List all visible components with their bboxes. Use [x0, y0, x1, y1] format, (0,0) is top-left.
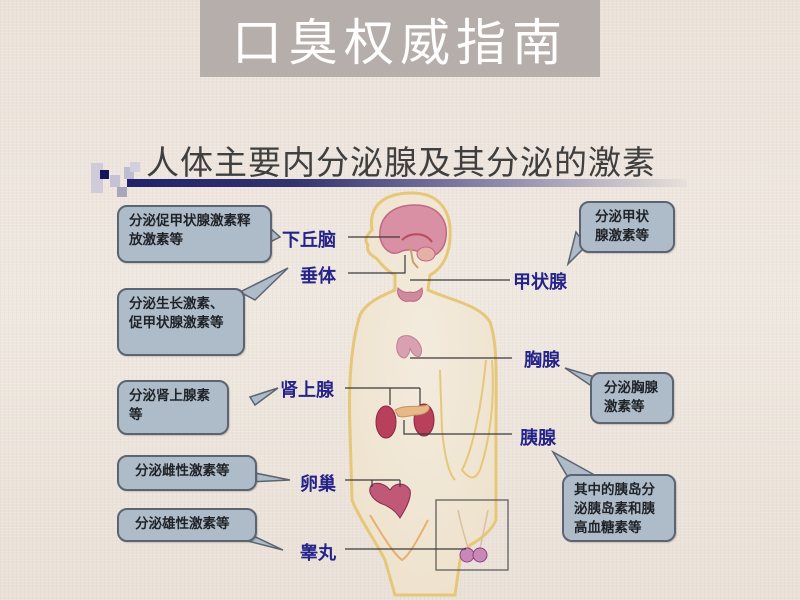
- title-underline: [127, 179, 687, 187]
- label-pancreas: 胰腺: [520, 428, 556, 449]
- testis-inset-box: [435, 499, 509, 571]
- callout-thyroid: 分泌甲状腺激素等: [579, 201, 675, 253]
- thymus-icon: [396, 335, 423, 359]
- callout-pituitary: 分泌生长激素、促甲状腺激素等: [117, 288, 245, 356]
- label-pituitary: 垂体: [300, 266, 336, 287]
- callout-testis: 分泌雄性激素等: [117, 508, 257, 542]
- banner-title: 口臭权威指南: [232, 13, 568, 72]
- label-ovary: 卵巢: [300, 474, 336, 495]
- connector-lines: [345, 236, 512, 550]
- callout-hypothalamus: 分泌促甲状腺激素释放激素等: [117, 205, 272, 263]
- callout-thymus: 分泌胸腺激素等: [590, 372, 674, 424]
- label-adrenal: 肾上腺: [280, 380, 334, 401]
- callout-adrenal: 分泌肾上腺素等: [117, 380, 229, 435]
- ovary-icon: [369, 482, 411, 519]
- callout-ovary: 分泌雌性激素等: [117, 455, 257, 491]
- label-hypothalamus: 下丘脑: [282, 230, 336, 251]
- label-thyroid: 甲状腺: [513, 272, 567, 293]
- banner: 口臭权威指南: [200, 0, 600, 77]
- pancreas-icon: [394, 404, 430, 418]
- testis-icon: [459, 547, 475, 563]
- thyroid-icon: [397, 287, 423, 302]
- brain-icon: [379, 204, 447, 258]
- callout-pancreas: 其中的胰岛分泌胰岛素和胰高血糖素等: [562, 474, 676, 542]
- kidney-left-icon: [375, 405, 397, 439]
- label-thymus: 胸腺: [524, 350, 560, 371]
- label-testis: 睾丸: [300, 543, 336, 564]
- diagram-title: 人体主要内分泌腺及其分泌的激素: [146, 143, 656, 182]
